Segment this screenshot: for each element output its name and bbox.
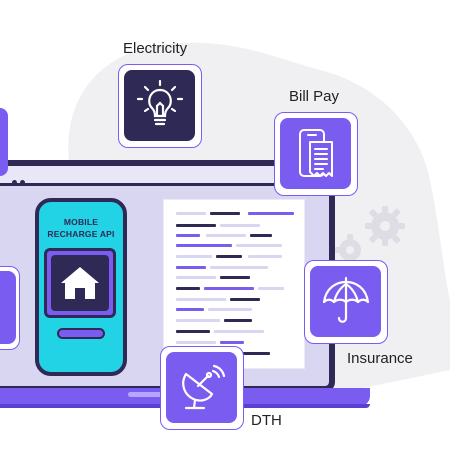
- satellite-dish-icon: [166, 352, 237, 423]
- phone-button[interactable]: [57, 328, 105, 339]
- insurance-label: Insurance: [347, 350, 413, 367]
- window-dot: [20, 180, 25, 185]
- dth-tile[interactable]: [160, 346, 244, 430]
- umbrella-icon: [310, 266, 381, 337]
- gear-icon: [335, 206, 405, 261]
- laptop-notch: [128, 392, 164, 397]
- partial-tile-top: [0, 108, 8, 176]
- insurance-tile[interactable]: [304, 260, 388, 344]
- partial-tile-bottom: [0, 266, 20, 350]
- document: [164, 200, 304, 368]
- bill-pay-tile[interactable]: [274, 112, 358, 196]
- phone-receipt-icon: [280, 118, 351, 189]
- electricity-label: Electricity: [123, 40, 188, 57]
- dth-label: DTH: [251, 412, 282, 429]
- house-icon: [51, 255, 109, 311]
- lightbulb-icon: [124, 70, 195, 141]
- phone-title: MOBILE RECHARGE API: [47, 217, 115, 239]
- electricity-tile[interactable]: [118, 64, 202, 148]
- window-dot: [12, 180, 17, 185]
- bill-pay-label: Bill Pay: [289, 88, 340, 105]
